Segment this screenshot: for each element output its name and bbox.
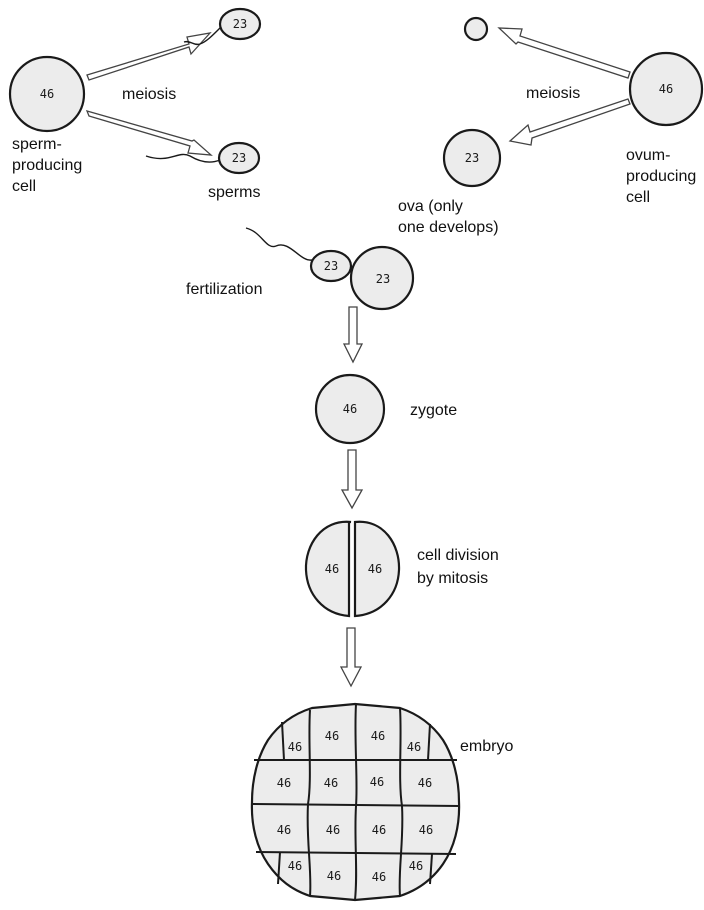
sperm-bottom-count: 23 [232,151,246,165]
embryo-cell-count: 46 [288,740,302,754]
mitosis-left-count: 46 [325,562,339,576]
fertilization-group: 23 23 [245,227,415,311]
meiosis-arrow-to-sperm-bottom [85,110,213,156]
sperm-top: 23 [183,7,262,46]
cell-division-label: cell division by mitosis [417,547,503,587]
embryo-cell-count: 46 [327,869,341,883]
meiosis-arrow-to-polar-body [497,27,631,79]
embryo-cell-count: 46 [277,823,291,837]
embryo-cell-count: 46 [371,729,385,743]
embryo-cell-count: 46 [372,823,386,837]
meiosis-label-right: meiosis [526,85,580,102]
ovum-producing-cell-count: 46 [659,82,673,96]
sperm-bottom: 23 [145,141,261,175]
zygote-label: zygote [410,402,457,419]
embryo-divisions [251,703,461,901]
embryo-cell-count: 46 [288,859,302,873]
two-cell-stage: 46 46 [304,520,401,618]
fertilization-ovum [349,245,415,311]
fertilization-sperm [309,249,353,283]
embryo-cell-count: 46 [324,776,338,790]
sperm-producing-cell-label: sperm- producing cell [12,136,87,195]
mitosis-cell-left [304,520,352,618]
ovum: 23 [442,128,502,188]
fertilization-label: fertilization [186,281,262,298]
down-arrow-fertilization-to-zygote [342,306,364,364]
fertilization-ovum-count: 23 [376,272,390,286]
sperm-bottom-tail [145,153,221,163]
ovum-count: 23 [465,151,479,165]
sperm-producing-cell-count: 46 [40,87,54,101]
ova-label: ova (only one develops) [398,198,499,236]
embryo-cell-count: 46 [407,740,421,754]
embryo-cell-count: 46 [409,859,423,873]
fertilization-sperm-count: 23 [324,259,338,273]
meiosis-arrow-to-sperm-top [86,32,212,81]
down-arrow-mitosis-to-embryo [339,627,363,688]
sperm-top-tail [183,27,221,46]
sperm-top-count: 23 [233,17,247,31]
embryo-cell-count: 46 [370,775,384,789]
embryo-cell-labels: 46 46 46 46 46 46 46 46 46 46 46 46 46 4… [277,729,433,884]
embryo-label: embryo [460,738,513,755]
zygote-count: 46 [343,402,357,416]
embryo-cell-count: 46 [418,776,432,790]
sperms-label: sperms [208,184,260,201]
mitosis-cell-right [353,520,401,618]
ovum-producing-cell-label: ovum- producing cell [626,147,701,206]
down-arrow-zygote-to-mitosis [340,449,364,510]
embryo-cell-count: 46 [419,823,433,837]
embryo: 46 46 46 46 46 46 46 46 46 46 46 46 46 4… [250,702,461,902]
embryo-cell-count: 46 [326,823,340,837]
polar-body [463,16,489,42]
meiosis-arrow-to-ovum [508,98,631,146]
embryo-cell-count: 46 [325,729,339,743]
fertilization-sperm-tail [245,227,313,261]
ovum-producing-cell: 46 [628,51,704,127]
embryo-cell-count: 46 [277,776,291,790]
zygote: 46 [314,373,386,445]
sperm-producing-cell: 46 [8,55,86,133]
mitosis-right-count: 46 [368,562,382,576]
meiosis-label-left: meiosis [122,86,176,103]
embryo-cell-count: 46 [372,870,386,884]
